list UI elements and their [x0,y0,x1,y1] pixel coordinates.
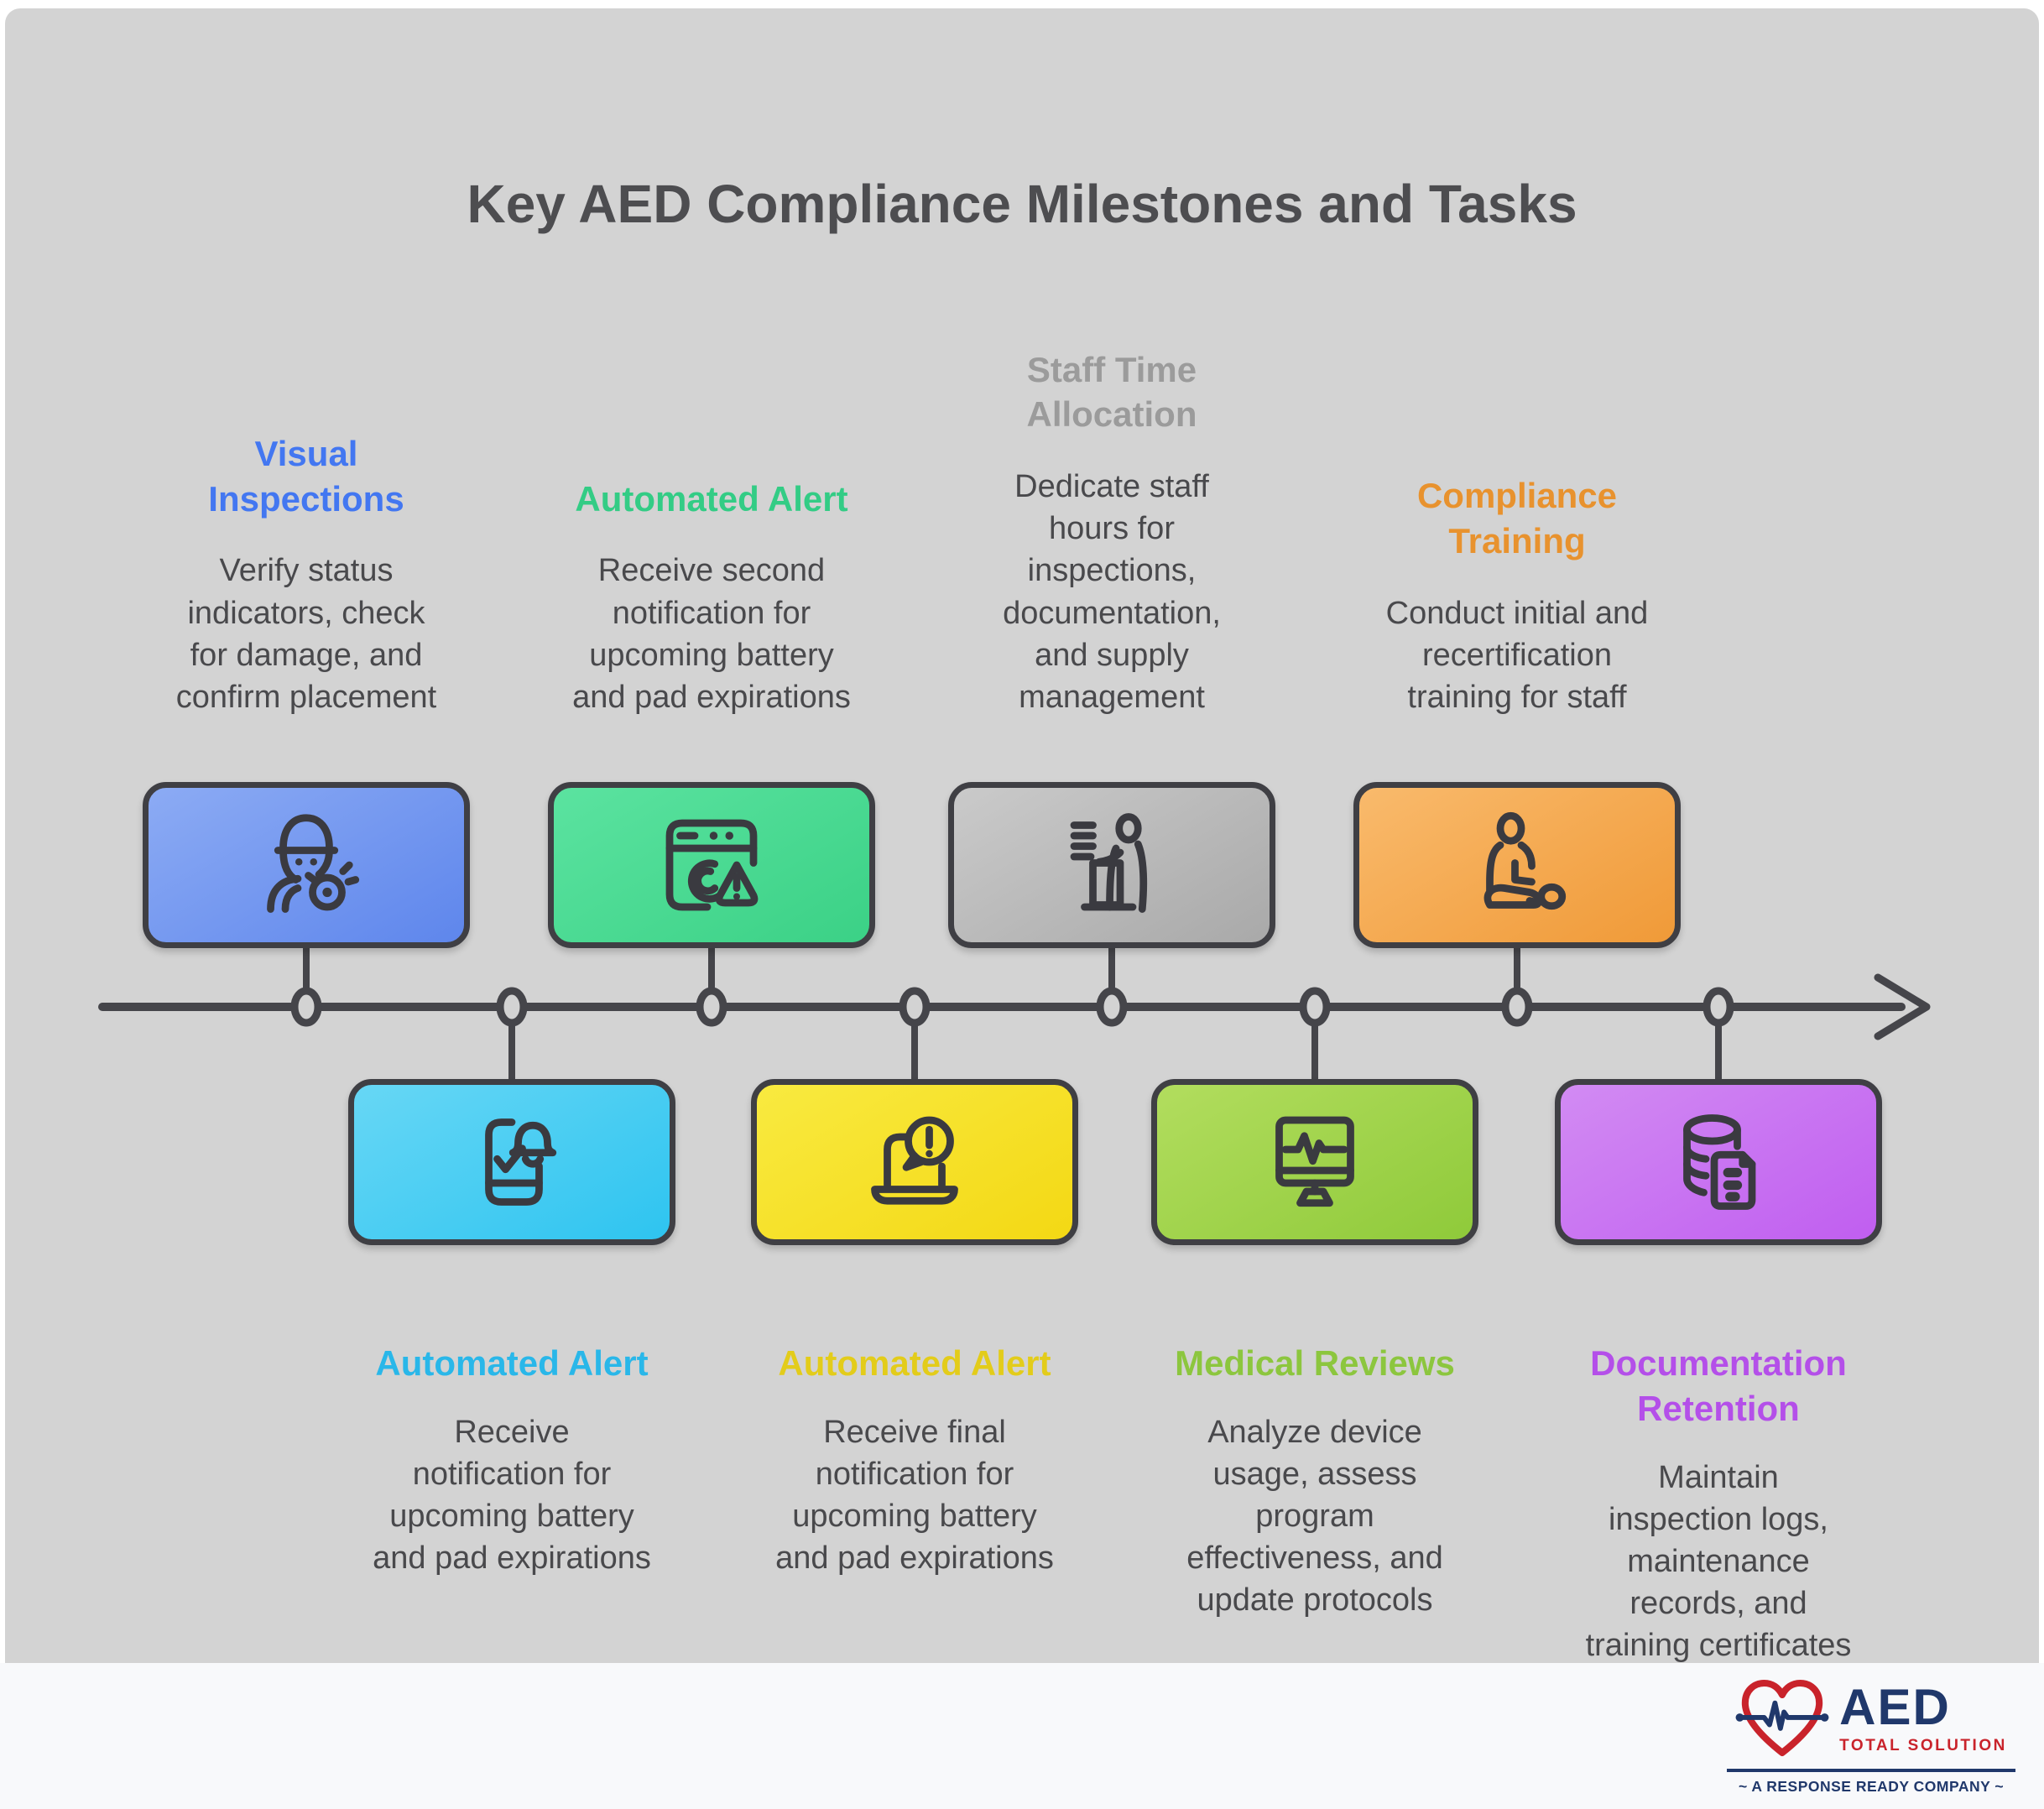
milestone-label-block: Automated Alert Receive notification for… [310,1341,713,1702]
page-title: Key AED Compliance Milestones and Tasks [467,174,1577,234]
connector-line [1108,945,1115,1010]
milestone-label-block: Medical Reviews Analyze device usage, as… [1113,1341,1516,1702]
milestone-label-block: Automated Alert Receive final notificati… [713,1341,1116,1702]
logo-text-block: AED TOTAL SOLUTION [1839,1678,2007,1755]
timeline-arrow [98,973,1931,1040]
milestone-label-block: Compliance Training Conduct initial and … [1316,267,1718,718]
staff-desk-icon [1070,813,1148,913]
logo-top-row: AED TOTAL SOLUTION [1735,1676,2007,1760]
milestone-description: Receive final notification for upcoming … [775,1414,1054,1577]
timeline-node [696,987,727,1027]
laptop-alert-icon [871,1116,958,1205]
milestone-label-block: Visual Inspections Verify status indicat… [105,267,508,718]
milestone-title: Compliance Training [1416,476,1618,560]
aed-logo: AED TOTAL SOLUTION ~ A RESPONSE READY CO… [1727,1676,2015,1796]
timeline-node [899,987,931,1027]
timeline-node [1096,987,1128,1027]
milestone-icon-box [948,782,1275,948]
timeline-node [1501,987,1533,1027]
monitor-ecg-icon [1275,1116,1354,1207]
milestone-icon-box [1555,1079,1882,1245]
heart-ekg-icon [1735,1679,1829,1756]
connector-line [911,1007,918,1082]
connector-line [1311,1007,1318,1082]
milestone-icon-box [143,782,470,948]
milestone-title: Medical Reviews [1175,1343,1455,1383]
timeline-node [290,987,322,1027]
connector-line [508,1007,515,1082]
milestone-description: Maintain inspection logs, maintenance re… [1585,1459,1852,1664]
milestone-icon-box [348,1079,675,1245]
milestone-label-block: Automated Alert Receive second notificat… [510,267,913,718]
milestone-description: Conduct initial and recertification trai… [1385,595,1649,715]
logo-name: AED [1839,1678,1951,1735]
milestone-title: Automated Alert [778,1343,1051,1383]
milestone-title: Visual Inspections [208,433,404,519]
timeline-node [1702,987,1734,1027]
connector-line [303,945,310,1010]
connector-line [708,945,715,1010]
timeline-node [496,987,528,1027]
milestone-description: Analyze device usage, assess program eff… [1186,1414,1443,1619]
arrowhead-icon [1874,973,1931,1040]
milestone-title: Documentation Retention [1590,1343,1847,1428]
footer-band: AED TOTAL SOLUTION ~ A RESPONSE READY CO… [0,1663,2044,1809]
milestone-description: Receive notification for upcoming batter… [373,1414,651,1577]
browser-alert-icon [665,819,759,911]
logo-tagline: ~ A RESPONSE READY COMPANY ~ [1738,1778,2005,1795]
timeline-node [1299,987,1331,1027]
milestone-description: Receive second notification for upcoming… [572,553,851,715]
milestone-description: Verify status indicators, check for dama… [175,553,437,715]
phone-notification-icon [485,1118,557,1206]
milestone-icon-box [1151,1079,1478,1245]
cpr-training-icon [1483,811,1567,910]
milestone-title: Staff Time Allocation [1026,349,1197,435]
milestone-title: Automated Alert [375,1343,649,1383]
logo-subtitle: TOTAL SOLUTION [1839,1736,2007,1754]
milestone-icon-box [548,782,875,948]
logo-divider [1727,1769,2015,1772]
connector-line [1514,945,1520,1010]
inspector-whistle-icon [267,814,360,913]
milestone-label-block: Staff Time Allocation Dedicate staff hou… [910,267,1313,718]
milestone-label-block: Documentation Retention Maintain inspect… [1517,1341,1920,1702]
milestone-icon-box [1353,782,1681,948]
connector-line [1715,1007,1722,1082]
milestone-title: Automated Alert [575,478,848,519]
milestone-icon-box [751,1079,1078,1245]
milestone-description: Dedicate staff hours for inspections, do… [1003,469,1221,715]
database-doc-icon [1683,1114,1756,1210]
